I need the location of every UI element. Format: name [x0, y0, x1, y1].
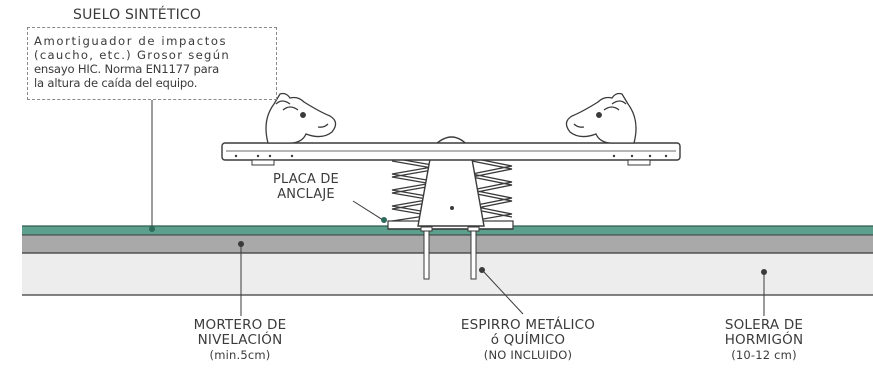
synthetic-floor-layer: [22, 226, 873, 235]
mortero-marker-dot: [238, 241, 244, 247]
espirro-label: ESPIRRO METÁLICO ó QUÍMICO (NO INCLUIDO): [460, 317, 596, 363]
mortar-layer: [22, 235, 873, 253]
espirro-marker-dot: [479, 267, 485, 273]
suelo-note-line: la altura de caída del equipo.: [34, 76, 198, 90]
suelo-note-line: ensayo HIC. Norma EN1177 para: [34, 62, 220, 76]
concrete-slab-layer: [22, 253, 873, 295]
anchor-bolt-icon: [420, 226, 480, 280]
solera-marker-dot: [761, 269, 767, 275]
suelo-note-line: (caucho, etc.) Grosor según: [34, 48, 230, 62]
suelo-note-line: Amortiguador de impactos: [34, 34, 228, 48]
mortero-label: MORTERO DE NIVELACIÓN (min.5cm): [193, 317, 287, 363]
horse-head-left-icon: [265, 92, 337, 144]
placa-marker-dot: [381, 217, 387, 223]
placa-label: PLACA DE ANCLAJE: [273, 172, 339, 202]
suelo-note-box: Amortiguador de impactos (caucho, etc.) …: [27, 27, 277, 100]
seesaw-beam: [221, 142, 681, 166]
suelo-title: SUELO SINTÉTICO: [73, 7, 202, 23]
suelo-marker-dot: [149, 226, 155, 232]
solera-label: SOLERA DE HORMIGÓN (10-12 cm): [724, 317, 804, 363]
horse-head-right-icon: [565, 92, 637, 144]
